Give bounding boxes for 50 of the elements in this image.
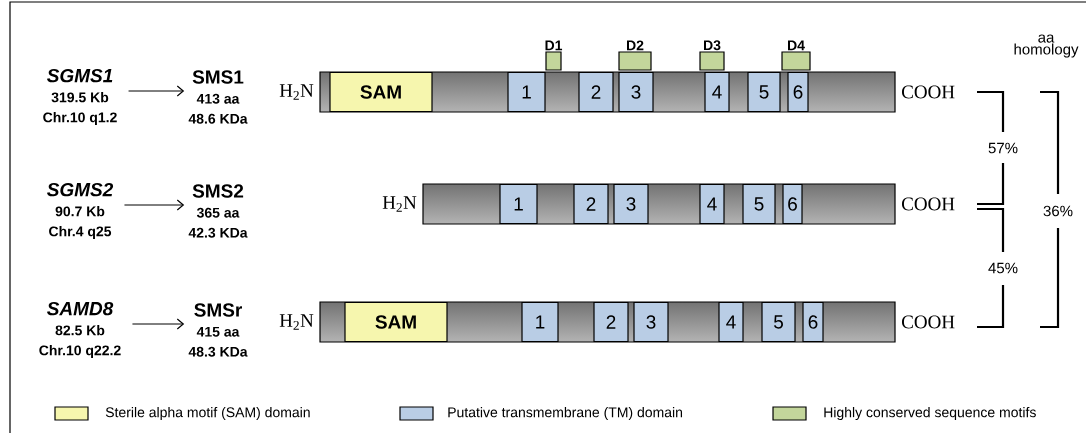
node-label: D1: [545, 40, 563, 51]
tm-domain: 4: [718, 301, 744, 343]
arrow: [128, 85, 185, 97]
tm-domain: 5: [747, 71, 781, 113]
tm-domain: 2: [593, 301, 629, 343]
tm-domain: 3: [618, 71, 654, 113]
tm-domain: 1: [507, 71, 546, 113]
terminus-label: COOH: [902, 315, 955, 329]
terminus-label: H$_{2}$N: [279, 314, 314, 330]
tm-domain: 1: [521, 301, 559, 343]
sam-domain: SAM: [329, 71, 433, 113]
protein-label: SMS1 413 aa 48.6 KDa: [188, 70, 248, 124]
percent-label: 45%: [988, 262, 1018, 274]
homology-header: aa homology: [1014, 34, 1079, 58]
gene-label: SAMD8 82.5 Kb Chr.10 q22.2: [39, 301, 121, 359]
gene-label: SGMS1 319.5 Kb Chr.10 q1.2: [43, 68, 117, 126]
tm-domain: 6: [782, 183, 803, 225]
tm-domain: 3: [613, 183, 649, 225]
protein-label: SMSr 415 aa 48.3 KDa: [188, 303, 248, 357]
terminus-label: H$_{2}$N: [382, 196, 417, 212]
sam-domain: SAM: [344, 301, 448, 343]
legend-text: Sterile alpha motif (SAM) domain: [105, 407, 310, 421]
legend-text: Highly conserved sequence motifs: [824, 407, 1036, 421]
motif-box: D4: [781, 40, 811, 71]
node-label: D2: [627, 40, 644, 51]
tm-domain: 3: [633, 301, 669, 343]
tm-domain: 6: [802, 301, 824, 343]
arrow: [131, 318, 185, 330]
gene-label: SGMS2 90.7 Kb Chr.4 q25: [47, 182, 114, 240]
motif-box: D2: [618, 40, 652, 71]
arrow: [123, 199, 185, 211]
terminus-label: COOH: [902, 197, 955, 211]
percent-label: 57%: [988, 142, 1018, 154]
terminus-label: COOH: [902, 85, 955, 99]
motif-box: D3: [699, 40, 725, 71]
tm-domain: 1: [499, 183, 538, 225]
legend-text: Putative transmembrane (TM) domain: [448, 407, 682, 421]
tm-domain: 6: [787, 71, 809, 113]
tm-domain: 2: [573, 183, 609, 225]
tm-domain: 5: [742, 183, 776, 225]
terminus-label: H$_{2}$N: [279, 84, 314, 100]
tm-domain: 4: [704, 71, 730, 113]
tm-domain: 4: [699, 183, 725, 225]
node-label: D4: [788, 40, 805, 51]
motif-box: D1: [545, 40, 563, 71]
percent-label: 36%: [1043, 205, 1073, 217]
tm-domain: 5: [761, 301, 796, 343]
tm-domain: 2: [578, 71, 614, 113]
node-label: D3: [704, 40, 721, 51]
protein-label: SMS2 365 aa 42.3 KDa: [188, 184, 248, 238]
